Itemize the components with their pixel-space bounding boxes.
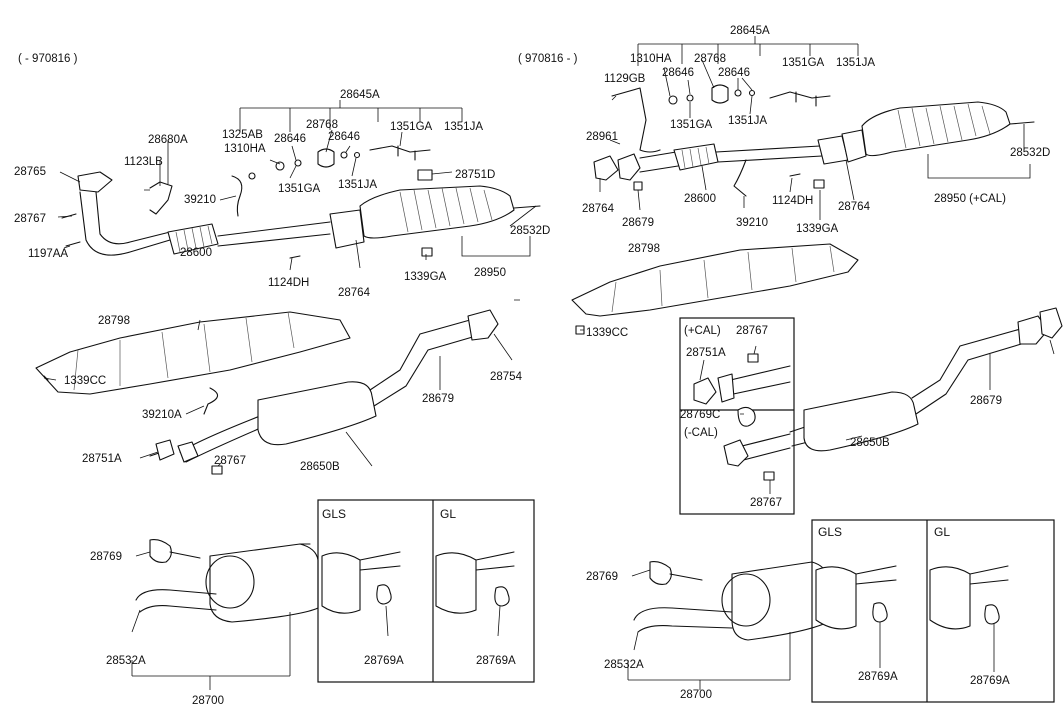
part-label: 28700 (680, 689, 712, 701)
part-label: 28769A (858, 671, 898, 683)
part-label: 28768 (694, 53, 726, 65)
part-label: 28767 (14, 213, 46, 225)
part-label: 1351GA (390, 121, 433, 133)
part-label: 28798 (628, 243, 660, 255)
part-label: (-CAL) (684, 427, 718, 439)
part-label: 28679 (422, 393, 454, 405)
part-label: 28764 (338, 287, 371, 299)
part-label: 28764 (838, 201, 871, 213)
part-label: 28751A (686, 347, 726, 359)
part-label: 1351JA (728, 115, 767, 127)
part-label: 28961 (586, 131, 618, 143)
part-label: 28650B (300, 461, 340, 473)
part-label: (+CAL) (684, 325, 721, 337)
part-label: 28764 (582, 203, 615, 215)
part-label: 1351JA (444, 121, 483, 133)
part-label: 1339GA (796, 223, 839, 235)
part-label: 28646 (274, 133, 306, 145)
part-label: 28769A (476, 655, 516, 667)
part-label: 39210 (184, 194, 216, 206)
variant-label-gls: GLS (818, 525, 842, 539)
part-label: 28798 (98, 315, 130, 327)
part-label: 1351GA (782, 57, 825, 69)
part-label: 28769 (586, 571, 618, 583)
part-label: 28751A (82, 453, 122, 465)
part-label: 28765 (14, 166, 46, 178)
variant-label-gls: GLS (322, 507, 346, 521)
part-label: 1351GA (670, 119, 713, 131)
part-label: 28645A (730, 25, 770, 37)
part-label: 28600 (684, 193, 716, 205)
part-label: 1339GA (404, 271, 447, 283)
part-label: 1310HA (630, 53, 672, 65)
part-label: 28532D (510, 225, 550, 237)
part-label: 1325AB (222, 129, 263, 141)
part-label: 1124DH (772, 195, 813, 207)
part-label: 28600 (180, 247, 212, 259)
part-label: 39210A (142, 409, 182, 421)
part-label: 28754 (490, 371, 523, 383)
part-label: 28679 (970, 395, 1002, 407)
part-label: 28700 (192, 695, 224, 707)
part-label: 28645A (340, 89, 380, 101)
part-label: 28950 (+CAL) (934, 193, 1006, 205)
variant-label-gl: GL (934, 525, 950, 539)
part-label: 1351JA (338, 179, 377, 191)
part-label: 28769C (680, 409, 720, 421)
part-label: 28532A (604, 659, 644, 671)
part-label: 28680A (148, 134, 188, 146)
part-label: 28767 (214, 455, 246, 467)
part-label: 28769A (364, 655, 404, 667)
part-label: 1351JA (836, 57, 875, 69)
part-label: 28950 (474, 267, 506, 279)
part-label: 39210 (736, 217, 768, 229)
part-label: 1123LB (124, 156, 163, 168)
part-label: 28769A (970, 675, 1010, 687)
part-label: 1339CC (64, 375, 106, 387)
part-label: 28679 (622, 217, 654, 229)
part-label: 28767 (736, 325, 768, 337)
part-label: 1310HA (224, 143, 266, 155)
part-label: 1197AA (28, 248, 68, 260)
part-label: 1339CC (586, 327, 628, 339)
part-label: 28768 (306, 119, 338, 131)
part-label: 28767 (750, 497, 782, 509)
part-label: 1351GA (278, 183, 321, 195)
part-label: 28532D (1010, 147, 1050, 159)
part-label: 28646 (662, 67, 694, 79)
part-label: 28646 (328, 131, 360, 143)
parts-illustration (35, 36, 1063, 703)
part-label: 28646 (718, 67, 750, 79)
part-label: 1129GB (604, 73, 646, 85)
part-label: 28650B (850, 437, 890, 449)
part-label: 1124DH (268, 277, 309, 289)
variant-label-gl: GL (440, 507, 456, 521)
panel-range-right: ( 970816 - ) (518, 53, 578, 65)
part-label: 28769 (90, 551, 122, 563)
part-label: 28751D (455, 169, 495, 181)
part-label: 28532A (106, 655, 146, 667)
panel-range-left: ( - 970816 ) (18, 53, 78, 65)
